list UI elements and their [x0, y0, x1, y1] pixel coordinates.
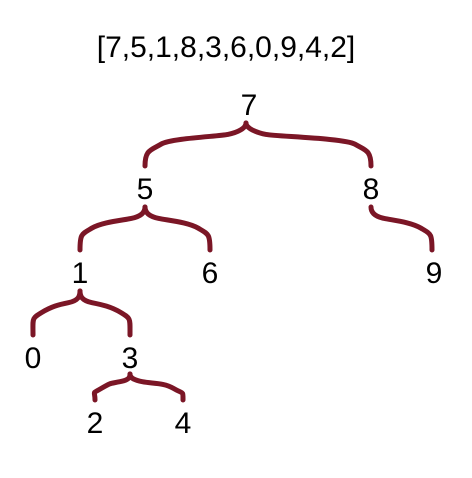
tree-node-0: 0: [25, 342, 42, 375]
edge-1-3: [77, 288, 133, 338]
edge-3-2: [91, 371, 133, 403]
edge-7-8: [243, 120, 374, 169]
edge-3-4: [127, 371, 186, 403]
tree-node-4: 4: [175, 407, 192, 440]
tree-node-9: 9: [426, 257, 443, 290]
tree-node-5: 5: [137, 173, 154, 206]
edge-5-1: [77, 204, 148, 253]
tree-node-7: 7: [241, 89, 258, 122]
edges-layer: [30, 120, 435, 403]
array-title: [7,5,1,8,3,6,0,9,4,2]: [97, 31, 356, 64]
tree-node-3: 3: [122, 342, 139, 375]
edge-5-6: [142, 204, 213, 253]
edge-8-9: [368, 204, 435, 253]
edge-1-0: [30, 288, 83, 338]
tree-node-6: 6: [202, 257, 219, 290]
edge-7-5: [142, 120, 249, 169]
tree-node-8: 8: [363, 173, 380, 206]
nodes-layer: 7 5 8 1 6 9 0 3 2 4: [25, 89, 443, 440]
tree-node-1: 1: [72, 257, 89, 290]
tree-node-2: 2: [87, 407, 104, 440]
